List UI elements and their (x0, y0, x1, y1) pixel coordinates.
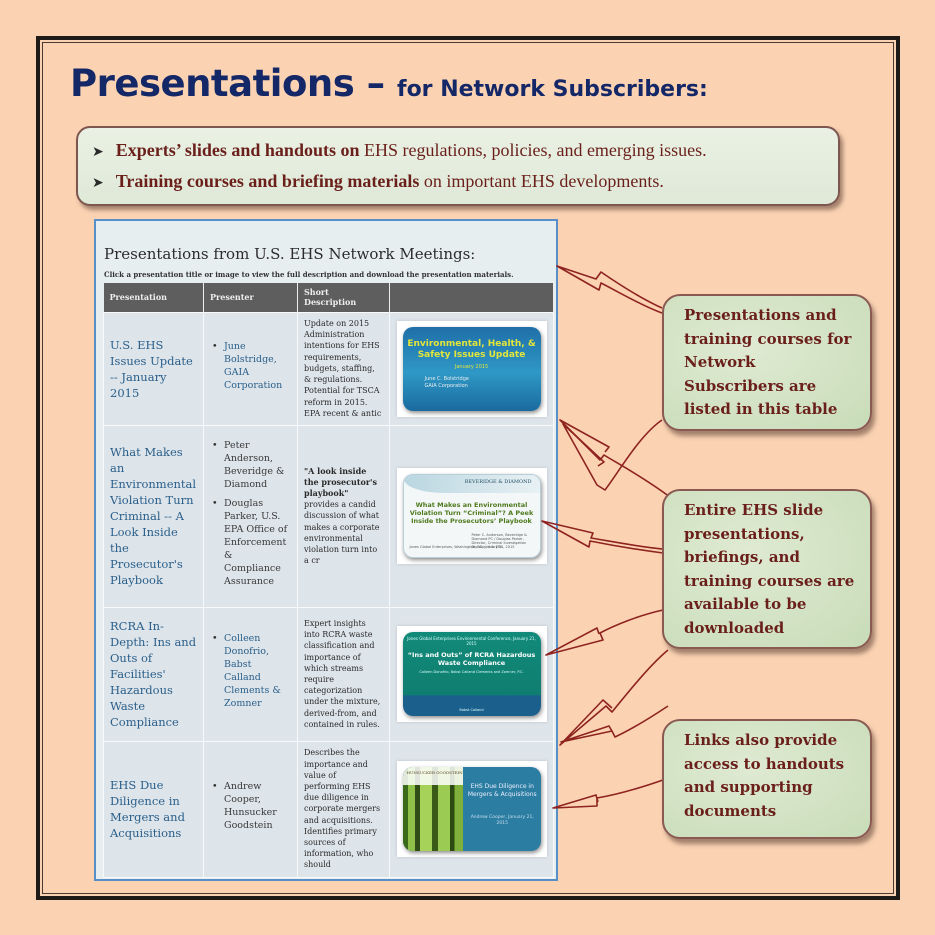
presentations-heading: Presentations from U.S. EHS Network Meet… (104, 245, 476, 263)
column-header-presentation: Presentation (103, 283, 204, 312)
slide-title: “Ins and Outs” of RCRA Hazardous Waste C… (407, 651, 536, 667)
slide-author: June C. Bolstridge (424, 375, 469, 382)
bullet-text: on important EHS developments. (419, 171, 664, 191)
arrow-bullet-icon: ➤ (92, 145, 104, 160)
thumbnail-cell: HUNSUCKER GOODSTEIN EHS Due Diligence in… (389, 740, 554, 878)
summary-bullets-box: ➤ Experts’ slides and handouts on EHS reg… (76, 126, 840, 206)
presentations-page-screenshot: Presentations from U.S. EHS Network Meet… (94, 219, 558, 881)
slide-thumbnail-link[interactable]: Environmental, Health, & Safety Issues U… (396, 320, 547, 417)
thumbnail-cell: BEVERIDGE & DIAMOND What Makes an Enviro… (389, 424, 554, 608)
description-cell: Describes the importance and value of pe… (297, 740, 390, 878)
presenter-cell: Andrew Cooper, Hunsucker Goodstein (203, 740, 298, 878)
thumbnail-cell: Environmental, Health, & Safety Issues U… (389, 311, 554, 426)
slide-thumbnail: Environmental, Health, & Safety Issues U… (402, 326, 541, 411)
page-title-dash: – (354, 62, 397, 105)
table-row: U.S. EHS Issues Update -- January 2015 J… (103, 311, 554, 426)
bullet-text: EHS regulations, policies, and emerging … (359, 140, 707, 160)
callout-table-listing: Presentations and training courses for N… (662, 294, 872, 431)
slide-date: January 2015 (454, 363, 489, 370)
presentation-title-link[interactable]: What Makes an Environmental Violation Tu… (103, 424, 204, 608)
table-row: What Makes an Environmental Violation Tu… (103, 424, 554, 608)
slide-header-swoosh (403, 475, 540, 493)
presentations-instructions: Click a presentation title or image to v… (104, 270, 514, 279)
presenter-cell: Peter Anderson, Beveridge & Diamond Doug… (203, 424, 298, 608)
slide-title: Environmental, Health, & Safety Issues U… (407, 338, 536, 360)
slide-title: What Makes an Environmental Violation Tu… (409, 501, 534, 525)
summary-bullet: ➤ Experts’ slides and handouts on EHS reg… (92, 136, 838, 167)
description-bold: "A look inside the prosecutor's playbook… (304, 465, 378, 498)
presentation-title-link[interactable]: EHS Due Diligence in Mergers and Acquisi… (103, 740, 204, 878)
column-header-description: Short Description (297, 283, 390, 312)
thumbnail-cell: Jones Global Enterprises Environmental C… (389, 606, 554, 742)
table-row: RCRA In-Depth: Ins and Outs of Facilitie… (103, 606, 554, 742)
arrow-bullet-icon: ➤ (92, 176, 104, 191)
description-text: Update on 2015 Administration intentions… (304, 319, 382, 418)
slide-title: EHS Due Diligence in Mergers & Acquisiti… (467, 783, 537, 798)
presenter-item: June Bolstridge, GAIA Corporation (210, 340, 291, 392)
callout-handouts: Links also provide access to handouts an… (662, 719, 872, 839)
outer-frame (36, 36, 900, 900)
forest-image (402, 767, 464, 851)
presenter-item: Peter Anderson, Beveridge & Diamond (210, 439, 291, 491)
presenter-cell: Colleen Donofrio, Babst Calland Clements… (203, 606, 298, 742)
slide-thumbnail-link[interactable]: BEVERIDGE & DIAMOND What Makes an Enviro… (396, 468, 547, 564)
presenter-cell: June Bolstridge, GAIA Corporation (203, 311, 298, 426)
description-text: provides a candid discussion of what mak… (304, 500, 380, 566)
presentation-title-link[interactable]: U.S. EHS Issues Update -- January 2015 (103, 311, 204, 426)
page-title: Presentations – for Network Subscribers: (70, 62, 708, 105)
slide-presenters: Peter C. Anderson, Beveridge & Diamond P… (471, 533, 527, 549)
description-cell: Expert insights into RCRA waste classifi… (297, 606, 390, 742)
page-title-main: Presentations (70, 62, 355, 105)
slide-thumbnail: Jones Global Enterprises Environmental C… (402, 632, 541, 716)
page-title-sub: for Network Subscribers: (397, 77, 708, 102)
slide-venue: Jones Global Enterprises Environmental C… (407, 636, 536, 646)
presentation-title-link[interactable]: RCRA In-Depth: Ins and Outs of Facilitie… (103, 606, 204, 742)
slide-thumbnail-link[interactable]: HUNSUCKER GOODSTEIN EHS Due Diligence in… (396, 761, 547, 857)
description-cell: Update on 2015 Administration intentions… (297, 311, 390, 426)
description-text: Expert insights into RCRA waste classifi… (304, 618, 381, 729)
slide-presenter: Colleen Donofrio, Babst Calland Clements… (419, 670, 524, 674)
inner-frame-line (42, 42, 894, 894)
bullet-bold-text: Training courses and briefing materials (115, 171, 420, 191)
presentations-table: Presentation Presenter Short Description… (103, 283, 554, 878)
column-header-thumbnail (389, 283, 554, 312)
slide-thumbnail: HUNSUCKER GOODSTEIN EHS Due Diligence in… (402, 767, 541, 851)
presenter-item: Douglas Parker, U.S. EPA Office of Enfor… (210, 497, 291, 588)
description-cell: "A look inside the prosecutor's playbook… (297, 424, 390, 608)
slide-venue: Jones Global Enterprises, Washington, DC… (409, 545, 515, 549)
slide-thumbnail: BEVERIDGE & DIAMOND What Makes an Enviro… (402, 474, 541, 558)
presenter-item: Andrew Cooper, Hunsucker Goodstein (210, 780, 291, 832)
table-row: EHS Due Diligence in Mergers and Acquisi… (103, 740, 554, 878)
bullet-bold-text: Experts’ slides and handouts on (115, 140, 360, 160)
slide-presenter: Andrew Cooper, January 21, 2015 (470, 815, 534, 826)
slide-footer: Babst Calland (459, 708, 484, 712)
slide-thumbnail-link[interactable]: Jones Global Enterprises Environmental C… (396, 626, 547, 722)
slide-logo: BEVERIDGE & DIAMOND (464, 479, 532, 485)
summary-bullet: ➤ Training courses and briefing materials… (92, 167, 838, 198)
table-header-row: Presentation Presenter Short Description (103, 283, 554, 312)
description-text: Describes the importance and value of pe… (304, 748, 381, 870)
callout-downloads: Entire EHS slide presentations, briefing… (662, 489, 872, 649)
slide-org: GAIA Corporation (424, 382, 468, 389)
column-header-presenter: Presenter (203, 283, 298, 312)
slide-logo: HUNSUCKER GOODSTEIN (406, 770, 463, 775)
presenter-item: Colleen Donofrio, Babst Calland Clements… (210, 632, 291, 710)
